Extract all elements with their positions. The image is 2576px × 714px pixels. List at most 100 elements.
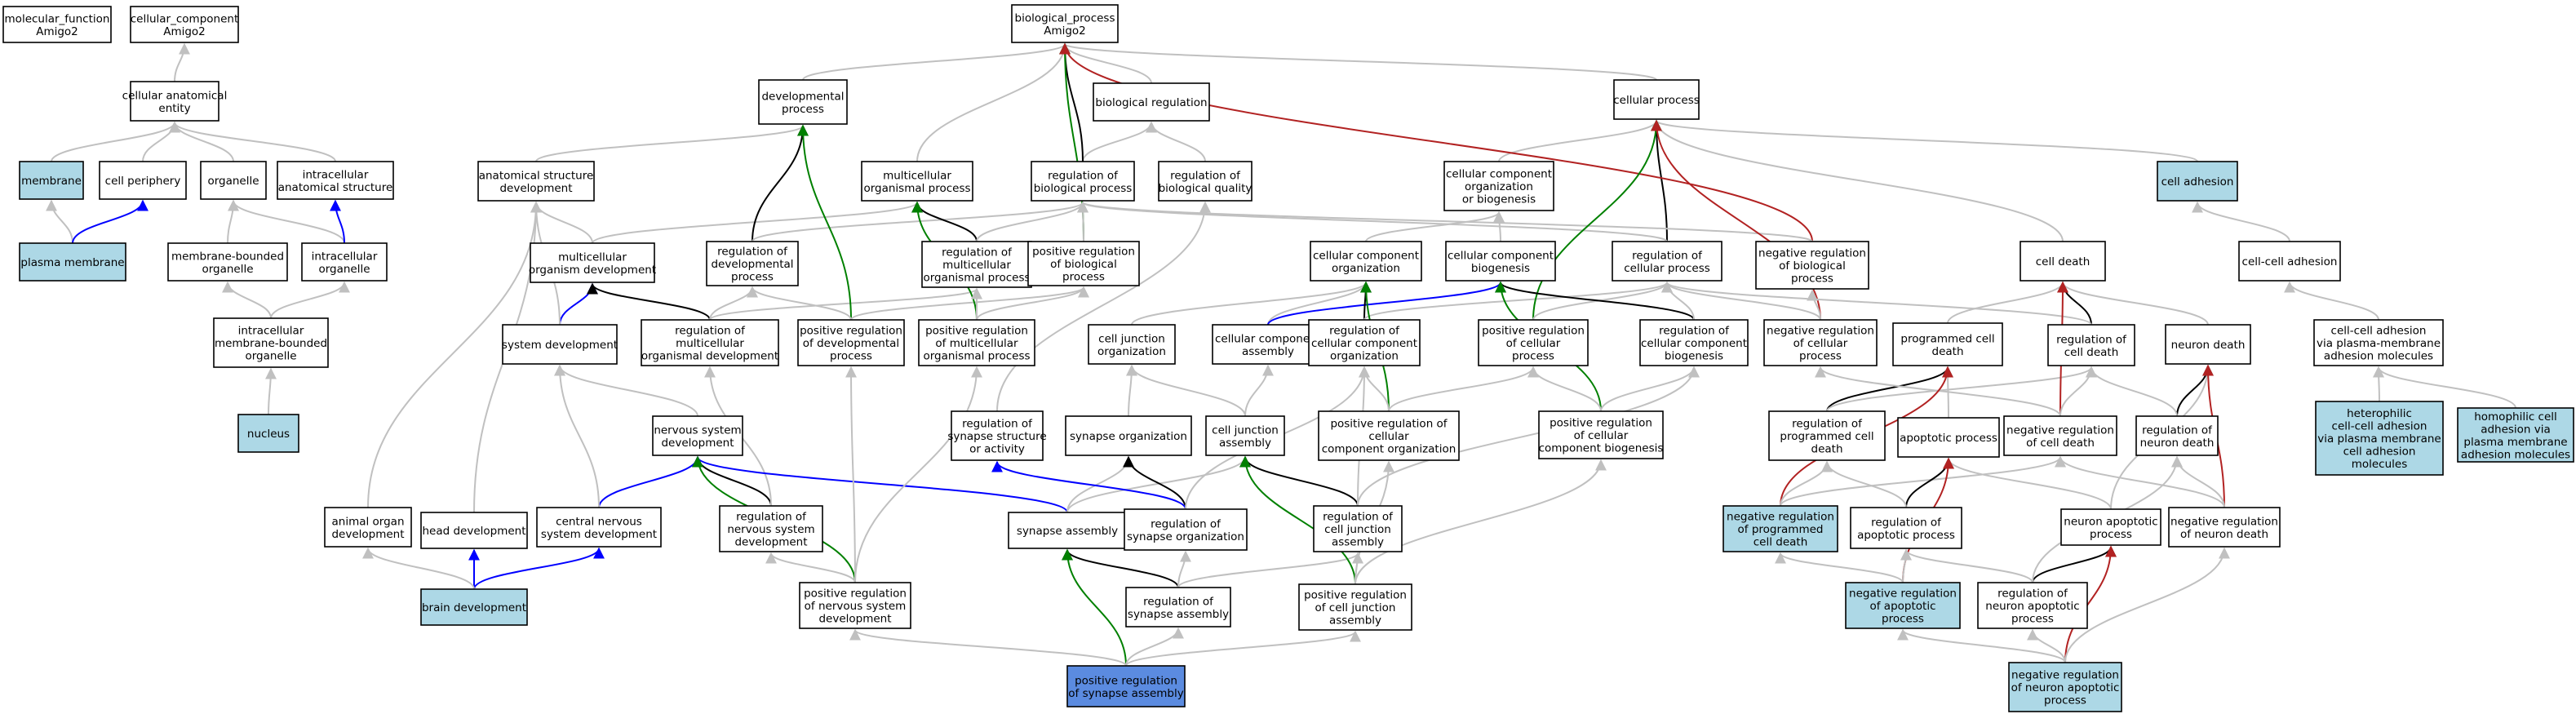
term-node-synapse-assembly[interactable]: synapse assembly: [1008, 512, 1127, 549]
term-node-cell-death[interactable]: cell death: [2020, 241, 2106, 282]
edge-is-a: [1126, 364, 1246, 417]
edge-is-a: [2055, 455, 2225, 508]
term-label-line: process: [1062, 271, 1105, 284]
term-node-positive-regulation-of-cellular-component-organization[interactable]: positive regulation ofcellularcomponent …: [1318, 410, 1460, 461]
term-box: [213, 317, 329, 368]
term-label-line: neuron apoptotic: [2064, 515, 2157, 528]
term-node-cell-cell-adhesion[interactable]: cell-cell adhesion: [2238, 241, 2341, 282]
term-node-organelle[interactable]: organelle: [200, 161, 267, 200]
term-label-line: cellular process: [1624, 262, 1710, 275]
edge-is-a: [1900, 548, 2033, 583]
term-label-line: Amigo2: [1044, 24, 1086, 38]
term-label-line: synapse structure: [947, 430, 1046, 443]
term-node-head-development[interactable]: head development: [420, 512, 528, 549]
term-label-line: biological process: [1034, 182, 1133, 195]
term-node-membrane[interactable]: membrane: [19, 161, 84, 200]
term-node-cellular-process[interactable]: cellular process: [1613, 79, 1700, 120]
term-node-plasma-membrane[interactable]: plasma membrane: [19, 242, 126, 282]
term-node-synapse-organization[interactable]: synapse organization: [1065, 415, 1192, 456]
term-node-apoptotic-process[interactable]: apoptotic process: [1897, 417, 2000, 458]
term-box: [324, 507, 412, 548]
term-node-system-development[interactable]: system development: [502, 324, 618, 365]
edge-part-of: [2176, 364, 2214, 417]
term-box: [2, 6, 112, 43]
term-label-line: positive regulation: [1550, 417, 1652, 430]
term-label-line: regulation of: [1143, 595, 1214, 608]
term-label-line: regulation of: [1048, 169, 1119, 182]
term-box: [1310, 241, 1422, 282]
edge-is-a: [1177, 550, 1191, 588]
term-label-line: regulation of: [1997, 588, 2068, 601]
term-node-cell-adhesion[interactable]: cell adhesion: [2157, 161, 2238, 202]
term-box: [420, 588, 528, 626]
term-node-biological-regulation[interactable]: biological regulation: [1093, 82, 1210, 122]
term-label-line: regulation of: [1632, 249, 1703, 262]
edge-is-a: [1498, 119, 1662, 162]
term-node-brain-development[interactable]: brain development: [420, 588, 528, 626]
term-node-nucleus[interactable]: nucleus: [237, 414, 299, 453]
edge-is-a: [1125, 627, 1184, 667]
term-node-neuron-death[interactable]: neuron death: [2165, 324, 2251, 365]
term-node-cell-periphery[interactable]: cell periphery: [99, 161, 187, 200]
